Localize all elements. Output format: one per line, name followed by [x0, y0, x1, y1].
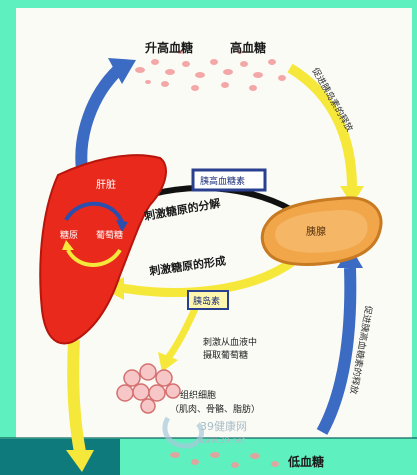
label-pancreas: 胰腺: [306, 225, 326, 238]
label-liver: 肝脏: [96, 178, 116, 191]
label-high-blood-sugar: 高血糖: [230, 40, 266, 55]
liver-down-arrow: [73, 340, 80, 452]
blood-cells-top: [135, 50, 286, 91]
label-glucagon: 胰高血糖素: [200, 175, 245, 187]
label-uptake-line2: 摄取葡萄糖: [203, 349, 248, 361]
low-sugar-to-pancreas-arrow: [322, 268, 350, 432]
liver-to-high-sugar-arrow: [81, 70, 118, 170]
label-raise-sugar: 升高血糖: [145, 40, 193, 55]
label-insulin: 胰岛素: [193, 295, 220, 307]
label-tissue-cells: 组织细胞: [180, 389, 216, 401]
label-low-blood-sugar: 低血糖: [287, 454, 324, 469]
label-stimulate-formation: 刺激糖原的形成: [147, 253, 226, 278]
liver-down-arrowhead: [66, 450, 94, 472]
label-left-arrow-text: 促进胰岛素的释放: [309, 66, 355, 134]
label-uptake-line1: 刺激从血液中: [203, 336, 257, 348]
label-glucose: 葡萄糖: [96, 229, 123, 241]
blood-cells-bottom: [170, 452, 279, 468]
insulin-to-tissue-arrow: [168, 302, 198, 358]
watermark-logo: [165, 418, 202, 446]
label-watermark-main: 39健康网: [200, 419, 247, 433]
label-watermark-sub: www.39.net: [198, 436, 245, 445]
label-tissue-types: （肌肉、骨骼、脂肪）: [170, 403, 260, 415]
label-glycogen: 糖原: [60, 229, 78, 241]
